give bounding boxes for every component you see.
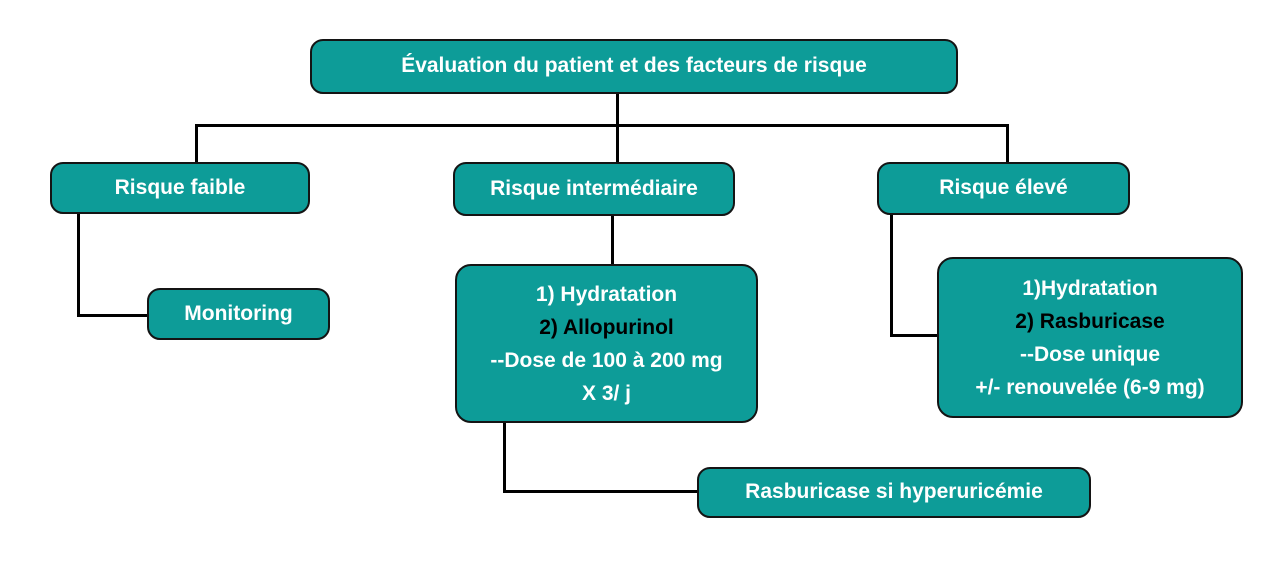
- node-evaluation-label: Évaluation du patient et des facteurs de…: [401, 54, 867, 78]
- node-monitoring-label: Monitoring: [184, 301, 293, 325]
- intermediate-treatment-line-2: 2) Allopurinol: [539, 315, 674, 339]
- connector-detail-to-rasburicase-vertical: [503, 422, 506, 493]
- connector-branch-bar: [195, 124, 1009, 127]
- node-evaluation: Évaluation du patient et des facteurs de…: [310, 39, 958, 94]
- connector-root-drop: [616, 93, 619, 126]
- node-intermediate-risk: Risque intermédiaire: [453, 162, 735, 216]
- node-intermediate-risk-label: Risque intermédiaire: [490, 176, 698, 200]
- node-intermediate-treatment: 1) Hydratation 2) Allopurinol --Dose de …: [455, 264, 758, 423]
- node-high-treatment: 1)Hydratation 2) Rasburicase --Dose uniq…: [937, 257, 1243, 418]
- node-low-risk-label: Risque faible: [114, 175, 246, 199]
- node-high-risk-label: Risque élevé: [939, 176, 1068, 200]
- high-treatment-line-4: +/- renouvelée (6-9 mg): [975, 375, 1205, 399]
- connector-drop-high-risk: [1006, 124, 1009, 164]
- connector-high-to-detail-vertical: [890, 214, 893, 337]
- connector-low-to-monitoring-horizontal: [77, 314, 149, 317]
- intermediate-treatment-line-1: 1) Hydratation: [535, 282, 678, 306]
- high-treatment-line-2: 2) Rasburicase: [1015, 309, 1165, 333]
- connector-detail-to-rasburicase-horizontal: [503, 490, 699, 493]
- node-high-risk: Risque élevé: [877, 162, 1130, 215]
- connector-intermediate-to-detail: [611, 215, 614, 266]
- connector-high-to-detail-horizontal: [890, 334, 939, 337]
- intermediate-treatment-line-4: X 3/ j: [581, 381, 632, 405]
- connector-low-to-monitoring-vertical: [77, 213, 80, 317]
- connector-drop-intermediate: [616, 124, 619, 164]
- high-treatment-line-1: 1)Hydratation: [1022, 276, 1158, 300]
- node-low-risk: Risque faible: [50, 162, 310, 214]
- node-rasburicase-label: Rasburicase si hyperuricémie: [745, 480, 1043, 504]
- connector-drop-low-risk: [195, 124, 198, 164]
- intermediate-treatment-line-3: --Dose de 100 à 200 mg: [490, 348, 723, 372]
- high-treatment-line-3: --Dose unique: [1020, 342, 1160, 366]
- node-rasburicase: Rasburicase si hyperuricémie: [697, 467, 1091, 518]
- node-monitoring: Monitoring: [147, 288, 330, 340]
